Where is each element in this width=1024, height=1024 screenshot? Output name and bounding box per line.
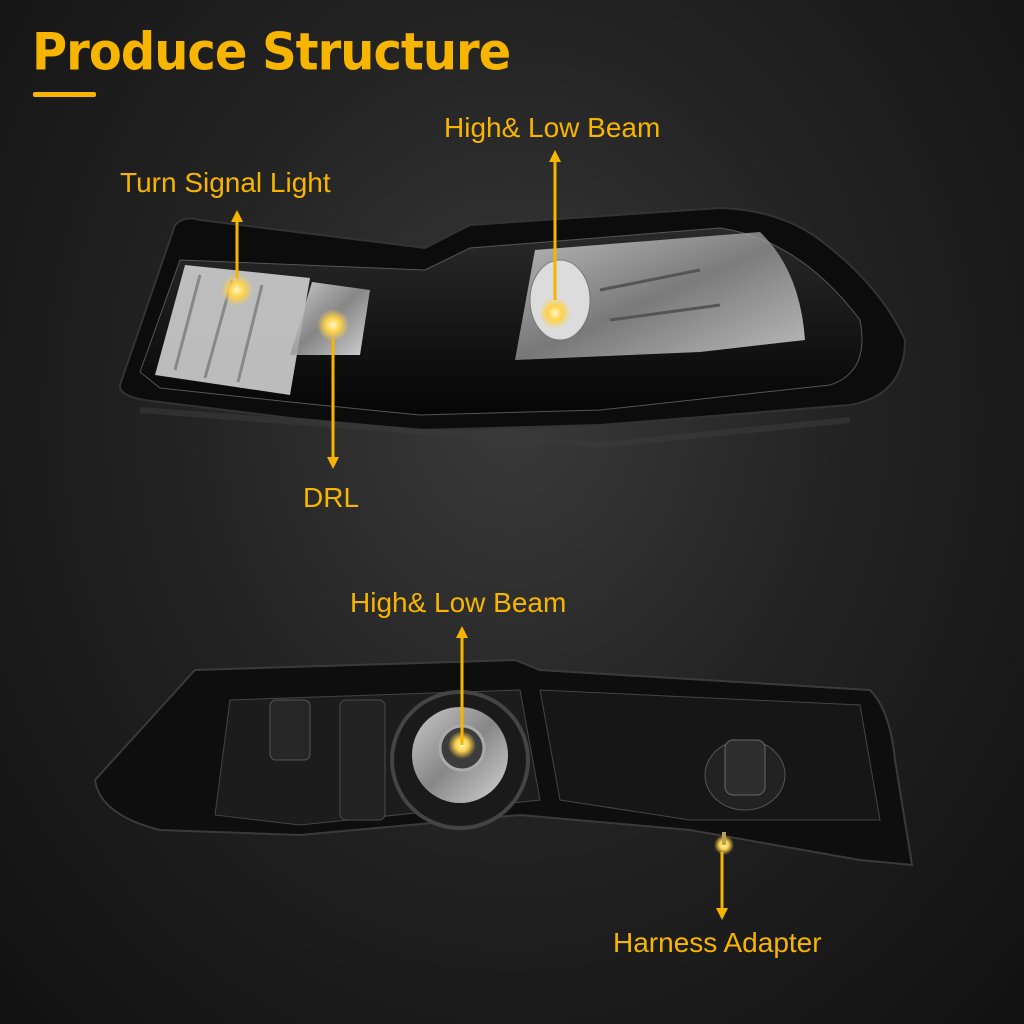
page-title: Produce Structure [32, 22, 511, 83]
front-headlight [118, 206, 907, 449]
drl-label: DRL [303, 482, 360, 513]
turn-signal-label: Turn Signal Light [120, 167, 331, 198]
front-high-low-beam-label: High& Low Beam [444, 112, 661, 143]
harness-adapter-label: Harness Adapter [613, 927, 822, 958]
rear-high-low-beam-label: High& Low Beam [350, 587, 567, 618]
title-underline [33, 92, 96, 97]
rear-headlight [93, 658, 914, 867]
